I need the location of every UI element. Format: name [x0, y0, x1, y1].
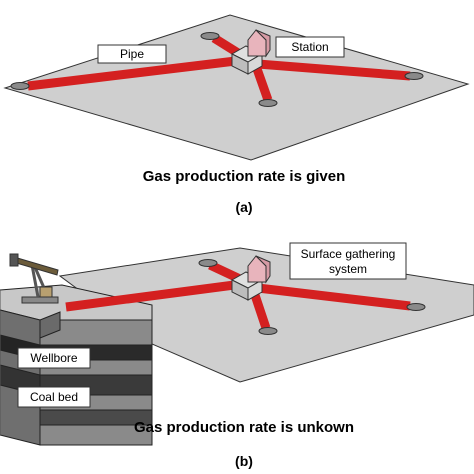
svg-text:system: system [329, 262, 367, 276]
svg-text:Pipe: Pipe [120, 47, 144, 61]
station-label: Station [275, 36, 345, 58]
surface-gathering-label: Surface gathering system [289, 242, 407, 280]
pipe-segment [27, 55, 245, 91]
panel-b: Surface gathering system Wellbore Coal b… [0, 242, 474, 469]
caption-a: Gas production rate is given [143, 168, 346, 185]
pipe-segment [249, 290, 271, 330]
ground-plane-a [3, 14, 470, 161]
caption-b: Gas production rate is unkown [134, 419, 354, 436]
wellbore-label: Wellbore [17, 347, 91, 369]
svg-text:Coal bed: Coal bed [30, 390, 78, 404]
well-head [198, 259, 218, 267]
pump-jack-icon [9, 253, 59, 304]
well-heads-b [198, 259, 426, 335]
well-head [406, 303, 426, 311]
pipe-segment [65, 279, 243, 312]
coal-bed-label: Coal bed [17, 386, 91, 408]
pipe-label: Pipe [97, 44, 167, 64]
well-head [258, 99, 278, 107]
station-building-a [230, 29, 271, 75]
pipe-segment [257, 283, 411, 311]
sublabel-b: (b) [235, 453, 253, 469]
panel-a: Pipe Station Gas production rate is give… [3, 14, 470, 215]
svg-text:Surface gathering: Surface gathering [301, 247, 396, 261]
well-head [200, 32, 220, 40]
station-building-b [230, 255, 271, 301]
svg-text:Station: Station [291, 40, 328, 54]
svg-text:Wellbore: Wellbore [30, 351, 77, 365]
well-head [404, 72, 424, 80]
well-head [10, 82, 30, 90]
pipe-segment [257, 59, 411, 81]
well-head [258, 327, 278, 335]
well-heads-a [10, 32, 424, 107]
pipe-network-a [27, 34, 411, 102]
sublabel-a: (a) [235, 199, 252, 215]
pipe-segment [251, 64, 273, 102]
